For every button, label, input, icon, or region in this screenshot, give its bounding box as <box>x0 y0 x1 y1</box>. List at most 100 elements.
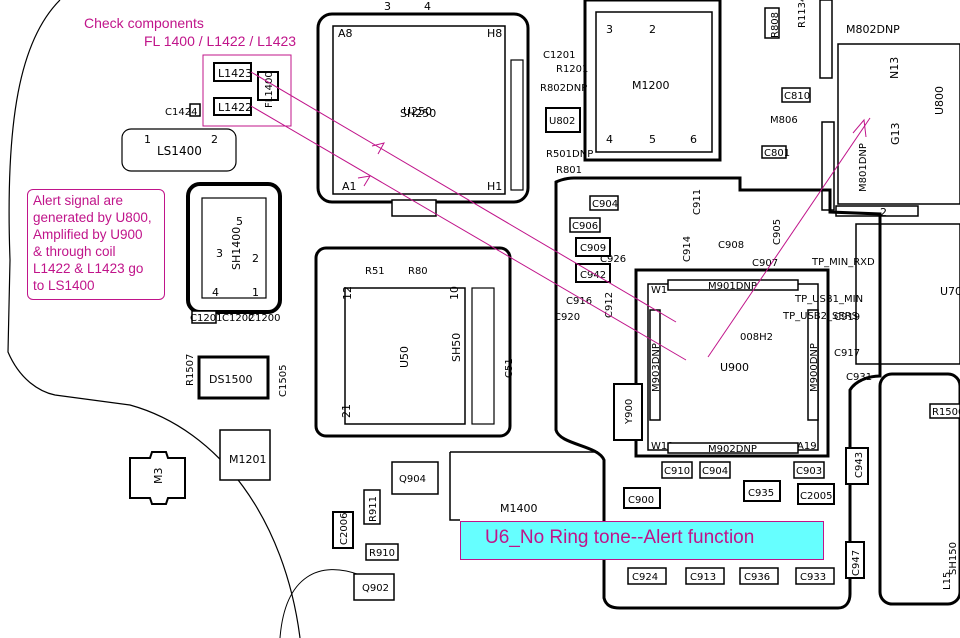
c904-part <box>699 461 731 479</box>
m1200-pin3: 3 <box>606 23 613 36</box>
c909-part <box>575 237 611 257</box>
sh1400-outer <box>186 182 282 314</box>
m1200-pin5: 5 <box>649 133 656 146</box>
board-outline <box>7 0 301 638</box>
c943-label: C943 <box>854 452 865 478</box>
r1134-label: R1134 <box>797 0 808 28</box>
y900-label: Y900 <box>624 399 635 425</box>
tp-usb2: TP_USB2_SERS <box>782 311 858 322</box>
u70-shield-corner <box>878 372 960 606</box>
c900-label: C900 <box>628 495 654 506</box>
r1500-part <box>929 403 960 419</box>
c947-part <box>845 541 865 579</box>
c933-label: C933 <box>800 572 826 583</box>
c935-part <box>743 480 781 502</box>
y900-part <box>613 383 643 441</box>
r802dnp-label: R802DNP <box>540 83 587 94</box>
c907-label: C907 <box>752 258 778 269</box>
u900-a19: A19 <box>797 441 817 452</box>
r911-label: R911 <box>368 496 379 522</box>
ls1400-label: LS1400 <box>157 144 202 158</box>
c919-label: C919 <box>834 312 860 323</box>
tp-min-rxd: TP_MIN_RXD <box>811 257 875 268</box>
c903-part <box>793 461 825 479</box>
l1422-label: L1422 <box>218 101 252 114</box>
m3-part <box>129 451 186 505</box>
c810-part <box>781 87 811 103</box>
r1201-label: R1201 <box>556 64 588 75</box>
c900-part <box>623 487 661 509</box>
c912-label: C912 <box>604 292 615 318</box>
u900-w19: W19 <box>651 441 674 452</box>
q904-label: Q904 <box>399 474 426 485</box>
c2006-part <box>332 511 354 549</box>
m1201-label: M1201 <box>229 453 267 466</box>
sh1400-pin3: 3 <box>216 247 223 260</box>
r1507-label: R1507 <box>185 354 196 386</box>
u70-chip <box>855 223 960 365</box>
c2006-label: C2006 <box>339 513 350 545</box>
c904-label: C904 <box>702 466 728 477</box>
r1500-label: R1500 <box>932 407 960 418</box>
m902dnp-label: M902DNP <box>708 444 757 455</box>
c1200-label: C1200 <box>248 313 280 324</box>
u802-label: U802 <box>549 116 575 127</box>
l1423-label: L1423 <box>218 67 252 80</box>
u50-label: U50 <box>398 346 411 368</box>
l15-label: L15 <box>942 572 953 590</box>
alert-signal-note: Alert signal are generated by U800, Ampl… <box>27 189 165 300</box>
sh1400-label: SH1400 <box>230 227 243 270</box>
c2005-part <box>797 483 835 505</box>
c810-label: C810 <box>784 91 810 102</box>
c926-label: C926 <box>600 254 626 265</box>
fl1400-highlight <box>202 54 292 127</box>
m900dnp-label: M900DNP <box>809 343 820 392</box>
m801dnp-label: M801DNP <box>858 143 869 192</box>
u50-chip <box>344 287 466 425</box>
m1200-label: M1200 <box>632 79 670 92</box>
title-banner: U6_No Ring tone--Alert function <box>460 521 824 560</box>
c947-label: C947 <box>851 550 862 576</box>
u900-outer <box>634 268 830 458</box>
banner-text: U6_No Ring tone--Alert function <box>485 527 755 548</box>
u800-label: U800 <box>933 86 946 115</box>
u50-pin12: 12 <box>341 286 354 300</box>
c920-label: C920 <box>554 312 580 323</box>
q902-part <box>353 573 395 601</box>
u250-a8: A8 <box>338 27 353 40</box>
u900-label: U900 <box>720 361 749 374</box>
ls1400-part <box>121 128 237 172</box>
c1424-part <box>189 103 201 117</box>
c1201-part <box>191 310 217 324</box>
c2005-label: C2005 <box>800 491 832 502</box>
c1201b-label: C1201 <box>543 50 575 61</box>
r80-label: R80 <box>408 266 428 277</box>
c916-label: C916 <box>566 296 592 307</box>
m1400-label: M1400 <box>500 502 538 515</box>
m1200-pin6: 6 <box>690 133 697 146</box>
r808-part <box>764 7 780 39</box>
c924-part <box>627 567 667 585</box>
u250-label: U250 <box>403 105 432 118</box>
c904top-label: C904 <box>592 199 618 210</box>
sh150-label: SH150 <box>948 542 959 575</box>
c917-label: C917 <box>834 348 860 359</box>
c801-label: C801 <box>764 148 790 159</box>
ls1400-pin2: 2 <box>211 133 218 146</box>
c906-label: C906 <box>572 221 598 232</box>
u900-w1: W1 <box>651 285 667 296</box>
sh250-label: SH250 <box>400 107 436 120</box>
r910-label: R910 <box>369 548 395 559</box>
c904top-part <box>589 195 619 211</box>
u800-chip <box>837 43 960 205</box>
u250-caps-right <box>510 59 524 191</box>
r910-part <box>365 543 399 561</box>
lower-shield <box>449 451 598 521</box>
q904-part <box>391 461 439 495</box>
m903dnp-label: M903DNP <box>651 343 662 392</box>
signal-paths <box>250 71 871 361</box>
c943-part <box>845 447 869 485</box>
r808-label: R808 <box>770 12 781 38</box>
m1200-shield <box>583 0 722 162</box>
